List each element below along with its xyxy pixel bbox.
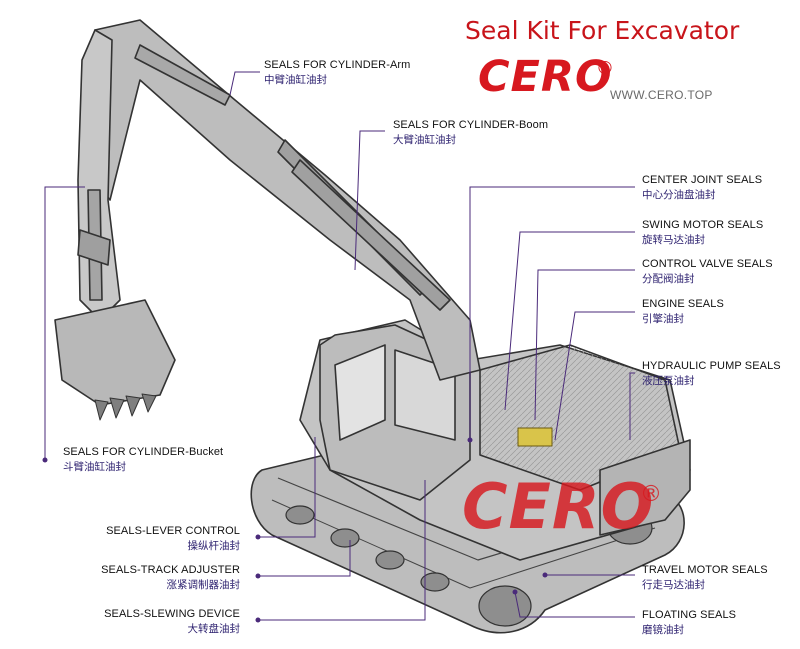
label-engine-zh: 引擎油封: [642, 313, 684, 325]
label-slewing-device: SEALS-SLEWING DEVICE 大转盘油封: [90, 607, 240, 637]
label-bucket-cylinder: SEALS FOR CYLINDER-Bucket 斗臂油缸油封: [63, 445, 223, 475]
label-slewing-en: SEALS-SLEWING DEVICE: [104, 608, 240, 620]
website-url: WWW.CERO.TOP: [610, 88, 713, 102]
label-travel-motor-zh: 行走马达油封: [642, 579, 705, 591]
label-slewing-zh: 大转盘油封: [187, 623, 241, 635]
label-travel-motor-en: TRAVEL MOTOR SEALS: [642, 564, 768, 576]
label-lever-control: SEALS-LEVER CONTROL 操纵杆油封: [90, 524, 240, 554]
label-arm-cylinder: SEALS FOR CYLINDER-Arm 中臂油缸油封: [264, 58, 410, 88]
label-hydraulic-pump-en: HYDRAULIC PUMP SEALS: [642, 360, 781, 372]
watermark-registered-mark: ®: [640, 482, 662, 507]
label-lever-en: SEALS-LEVER CONTROL: [106, 525, 240, 537]
label-center-joint-zh: 中心分油盘油封: [642, 189, 716, 201]
label-travel-motor: TRAVEL MOTOR SEALS 行走马达油封: [642, 563, 768, 593]
label-boom-cylinder: SEALS FOR CYLINDER-Boom 大臂油缸油封: [393, 118, 548, 148]
label-engine-en: ENGINE SEALS: [642, 298, 724, 310]
label-engine: ENGINE SEALS 引擎油封: [642, 297, 724, 327]
label-track-en: SEALS-TRACK ADJUSTER: [101, 564, 240, 576]
brand-watermark: CERO: [462, 470, 655, 543]
label-bucket-zh: 斗臂油缸油封: [63, 461, 126, 473]
label-arm-zh: 中臂油缸油封: [264, 74, 327, 86]
label-control-valve-en: CONTROL VALVE SEALS: [642, 258, 773, 270]
label-floating-seals: FLOATING SEALS 磨镜油封: [642, 608, 736, 638]
label-control-valve: CONTROL VALVE SEALS 分配阀油封: [642, 257, 773, 287]
brand-logo: CERO: [478, 52, 613, 102]
label-track-adjuster: SEALS-TRACK ADJUSTER 涨紧调制器油封: [90, 563, 240, 593]
label-center-joint-en: CENTER JOINT SEALS: [642, 174, 763, 186]
label-hydraulic-pump: HYDRAULIC PUMP SEALS 液压泵油封: [642, 359, 781, 389]
label-swing-motor-en: SWING MOTOR SEALS: [642, 219, 764, 231]
label-swing-motor: SWING MOTOR SEALS 旋转马达油封: [642, 218, 763, 248]
label-boom-zh: 大臂油缸油封: [393, 134, 456, 146]
brand-registered-mark: ®: [596, 58, 614, 79]
page-title: Seal Kit For Excavator: [465, 16, 740, 45]
label-control-valve-zh: 分配阀油封: [642, 273, 695, 285]
label-bucket-en: SEALS FOR CYLINDER-Bucket: [63, 446, 224, 458]
label-center-joint: CENTER JOINT SEALS 中心分油盘油封: [642, 173, 762, 203]
label-arm-en: SEALS FOR CYLINDER-Arm: [264, 59, 411, 71]
label-swing-motor-zh: 旋转马达油封: [642, 234, 705, 246]
label-track-zh: 涨紧调制器油封: [166, 579, 241, 591]
label-hydraulic-pump-zh: 液压泵油封: [642, 375, 695, 387]
label-boom-en: SEALS FOR CYLINDER-Boom: [393, 119, 549, 131]
label-floating-zh: 磨镜油封: [642, 624, 684, 636]
label-lever-zh: 操纵杆油封: [187, 540, 241, 552]
label-floating-en: FLOATING SEALS: [642, 609, 737, 621]
